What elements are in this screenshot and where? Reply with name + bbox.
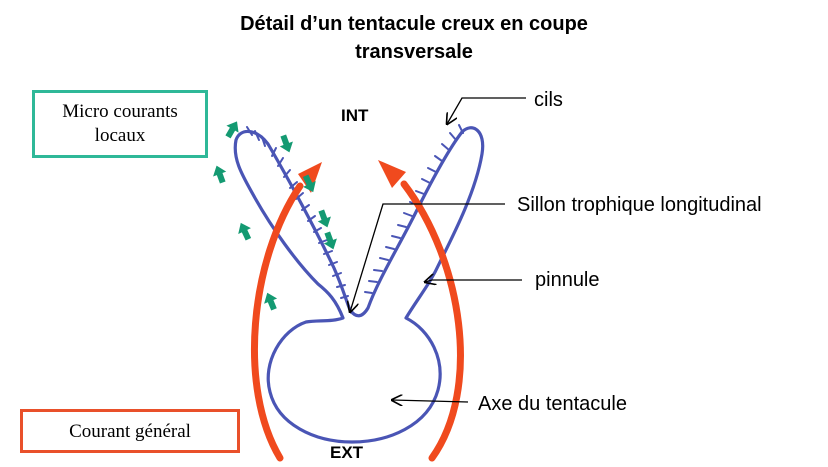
micro-arrow-down [323, 231, 337, 250]
title-line-2: transversale [355, 41, 473, 63]
general-current-left [251, 182, 304, 462]
general-current-right [400, 180, 464, 462]
general-current-right-head [378, 160, 406, 188]
micro-arrow-up [213, 165, 227, 184]
general-current-left-head [298, 162, 322, 193]
micro-arrow-down [279, 134, 293, 153]
general-current-arrows [251, 160, 464, 462]
micro-arrow-up [238, 222, 252, 241]
micro-arrow-up [264, 292, 278, 311]
pointer-axe [392, 400, 469, 402]
micro-arrow-up [225, 121, 239, 139]
label-pointers [350, 97, 526, 402]
micro-arrow-down [317, 209, 331, 228]
tentacle-outline [233, 126, 485, 444]
legend-general-current: Courant général [20, 409, 240, 453]
legend-micro-line-1: Micro courants [62, 101, 178, 122]
ext-label: EXT [330, 443, 364, 462]
pointer-sillon [350, 203, 505, 312]
pointer-cils [447, 97, 526, 124]
pointer-pinnule [425, 280, 522, 282]
axe-label: Axe du tentacule [478, 393, 627, 415]
cils-label: cils [534, 89, 563, 111]
legend-micro-line-2: locaux [94, 125, 146, 146]
legend-micro-currents: Micro courants locaux [32, 90, 208, 158]
pinnule-label: pinnule [535, 269, 600, 291]
cilia-left-pinnule [246, 126, 349, 299]
int-label: INT [341, 106, 369, 125]
sillon-label: Sillon trophique longitudinal [517, 194, 762, 216]
micro-current-arrows [213, 121, 337, 311]
micro-arrow-down [302, 174, 316, 193]
title-line-1: Détail d’un tentacule creux en coupe [240, 13, 588, 35]
legend-general-label: Courant général [69, 421, 191, 442]
